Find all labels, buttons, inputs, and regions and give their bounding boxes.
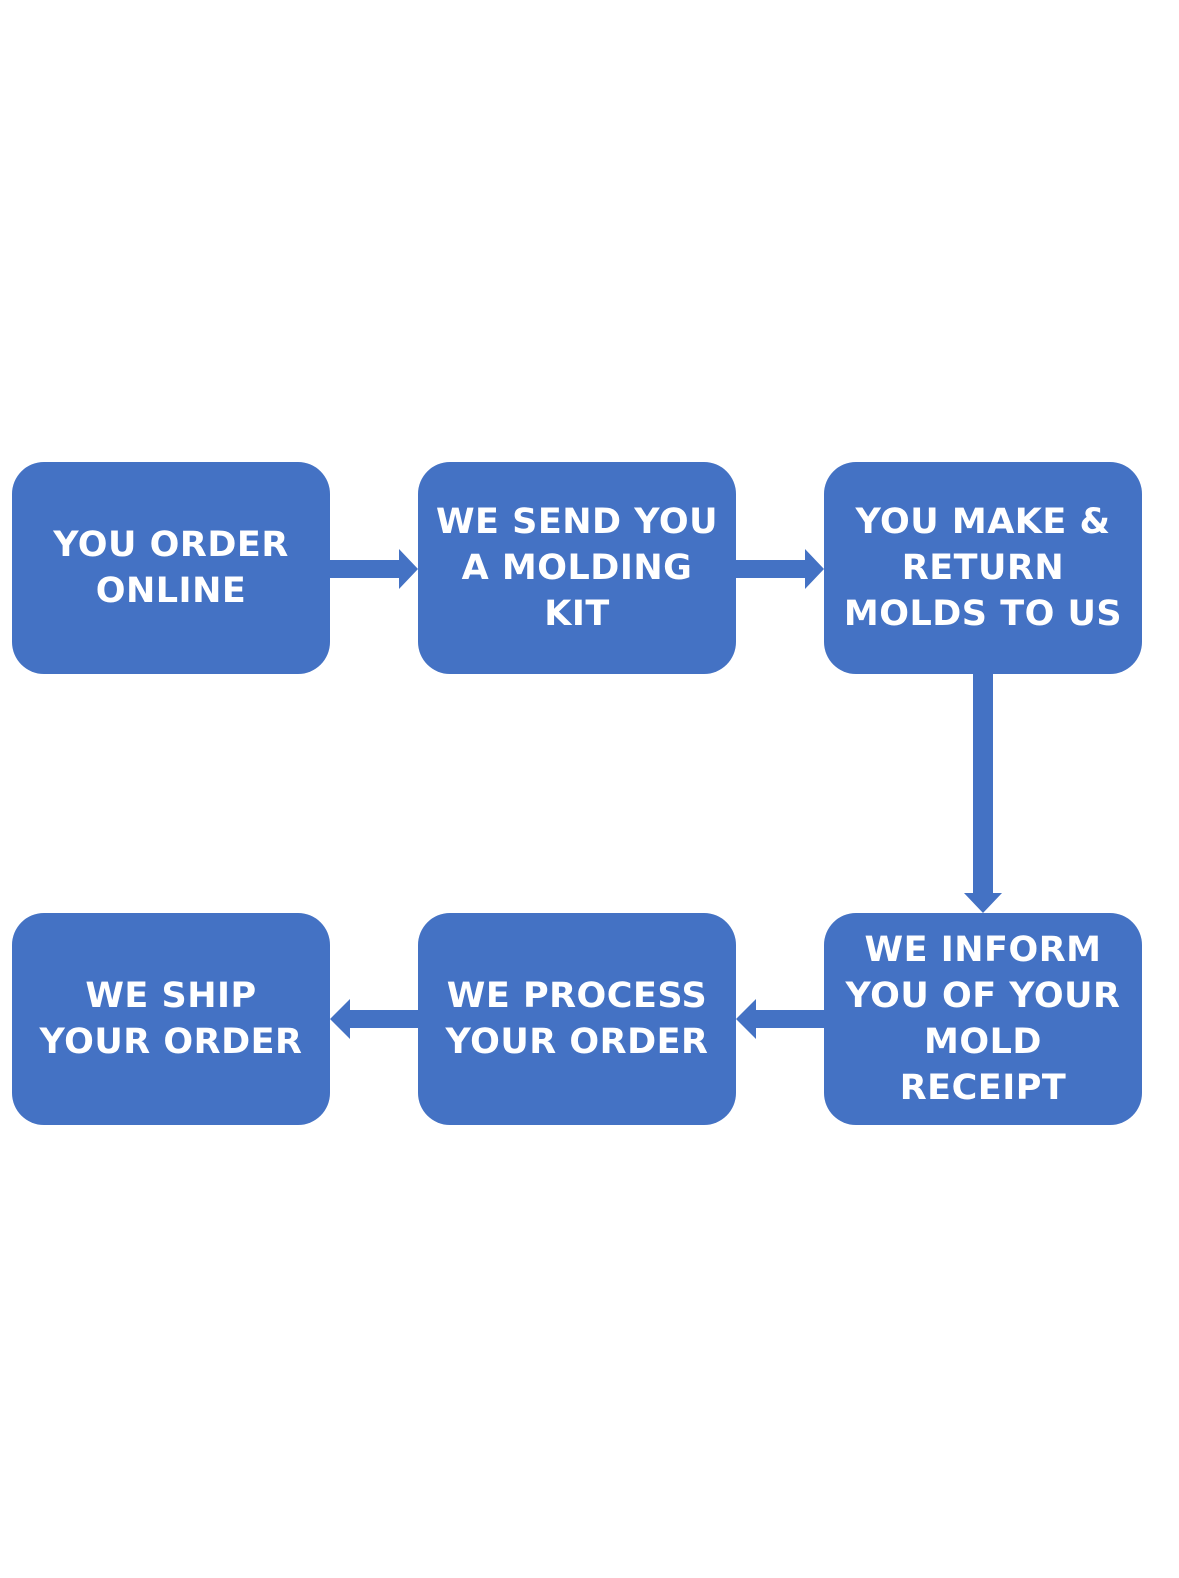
step-label: WE SHIP YOUR ORDER xyxy=(39,976,303,1062)
step-label: WE SEND YOU A MOLDING KIT xyxy=(435,502,719,634)
step-label: YOU ORDER ONLINE xyxy=(53,525,289,611)
arrow-step4-to-step5 xyxy=(736,999,824,1039)
arrow-step2-to-step3 xyxy=(736,549,824,589)
step-ship-order: WE SHIP YOUR ORDER xyxy=(12,913,330,1125)
step-label: YOU MAKE & RETURN MOLDS TO US xyxy=(843,502,1123,634)
step-you-order-online: YOU ORDER ONLINE xyxy=(12,462,330,674)
step-make-and-return-molds: YOU MAKE & RETURN MOLDS TO US xyxy=(824,462,1142,674)
step-label: WE INFORM YOU OF YOUR MOLD RECEIPT xyxy=(845,930,1121,1108)
step-label: WE PROCESS YOUR ORDER xyxy=(445,976,709,1062)
arrow-step5-to-step6 xyxy=(330,999,418,1039)
step-inform-mold-receipt: WE INFORM YOU OF YOUR MOLD RECEIPT xyxy=(824,913,1142,1125)
arrow-step1-to-step2 xyxy=(330,549,418,589)
arrow-step3-to-step4 xyxy=(964,674,1002,913)
step-process-order: WE PROCESS YOUR ORDER xyxy=(418,913,736,1125)
step-we-send-molding-kit: WE SEND YOU A MOLDING KIT xyxy=(418,462,736,674)
